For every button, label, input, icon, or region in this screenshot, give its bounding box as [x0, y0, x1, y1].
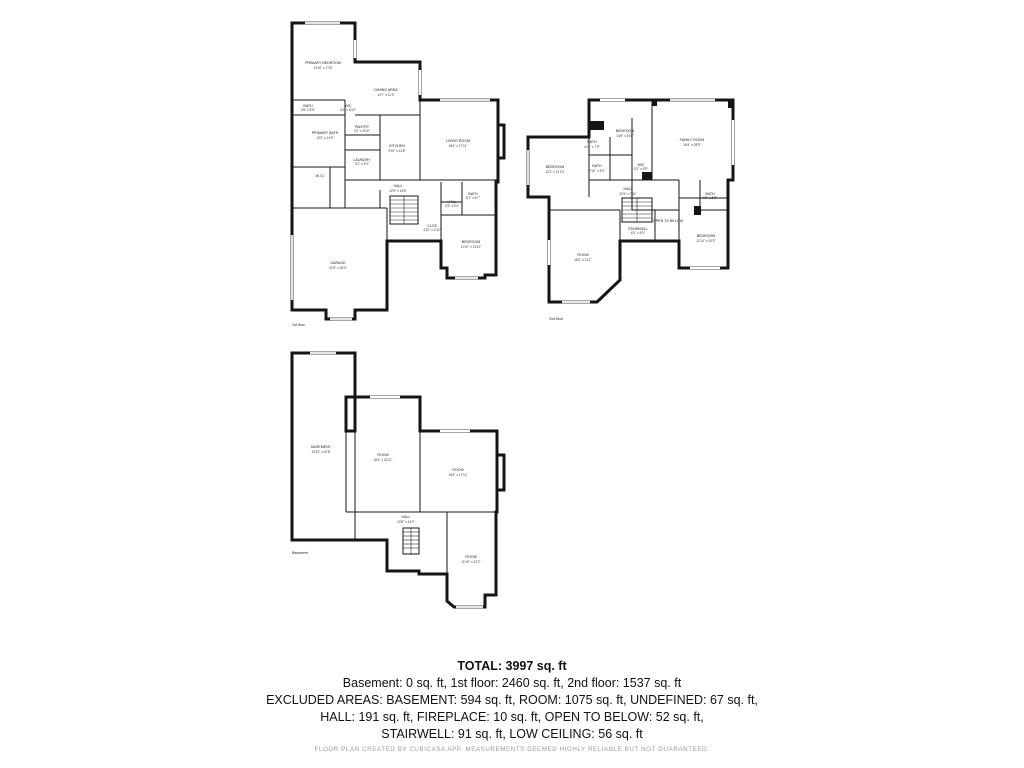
room-dims: 8'1" x 5'7": [466, 196, 480, 200]
room-label: PRIMARY BATH: [312, 131, 339, 135]
second-floor-labels: BEDROOM 14'5" x 16'8" FAMILY ROOM 18'4" …: [545, 129, 717, 321]
room-label: BATH: [592, 164, 602, 168]
room-dims: 18'4" x 17'11": [448, 144, 467, 148]
second-floor-column: [652, 100, 657, 106]
basement-plan: BASEMENT 13'10" x 42'8" ROOM 18'4" x 20'…: [290, 351, 506, 609]
first-floor-interior-walls: [292, 99, 498, 241]
room-label: BEDROOM: [616, 129, 635, 133]
first-floor-windows: [290, 21, 490, 321]
room-label: FAMILY ROOM: [680, 138, 705, 142]
room-label: BEDROOM: [697, 234, 716, 238]
second-floor-column: [728, 100, 733, 108]
room-label: HALL: [448, 200, 457, 204]
room-dims: 11'10" x 13'10": [461, 245, 482, 249]
room-label: ROOM: [377, 453, 388, 457]
room-label: PANTRY: [355, 125, 370, 129]
room-label: W.I.C: [316, 174, 325, 178]
area-summary: TOTAL: 3997 sq. ft Basement: 0 sq. ft, 1…: [0, 658, 1024, 753]
room-dims: 13'10" x 42'8": [311, 450, 330, 454]
room-dims: 8'1" x 9'3": [631, 231, 645, 235]
room-label: WIC: [638, 163, 645, 167]
second-floor-interior-walls: [549, 100, 728, 241]
basement-stairs: [402, 527, 420, 555]
room-label: CLOS: [427, 224, 437, 228]
room-label: BEDROOM: [462, 240, 481, 244]
room-label: WIC: [345, 104, 352, 108]
room-dims: 3'3" x 5'4": [445, 204, 459, 208]
room-dims: 9'10" x 14'8": [388, 149, 405, 153]
room-label: GARAGE: [330, 261, 346, 265]
room-dims: 11'10" x 20'3": [696, 239, 715, 243]
room-dims: 22'4" x 7'11": [619, 192, 636, 196]
second-floor-column: [694, 206, 701, 215]
room-dims: 4'11" x 7'9": [584, 145, 599, 149]
room-label: BATH: [705, 192, 715, 196]
room-dims: 21'9" x 25'3": [329, 266, 346, 270]
room-label: PRIMARY BEDROOM: [305, 61, 341, 65]
room-label: ROOM: [465, 555, 476, 559]
room-dims: 4'10" x 2'11": [423, 228, 440, 232]
floor-label-basement: Basement: [292, 551, 308, 555]
second-floor-windows: [526, 98, 735, 304]
room-dims: 5'1" x 5'9": [634, 167, 648, 171]
basement-windows: [310, 351, 483, 609]
room-label: LAUNDRY: [353, 158, 371, 162]
room-dims: 18'4" x 18'9": [683, 143, 700, 147]
room-label: ROOM: [577, 253, 588, 257]
room-dims: 5'5" x 5'5": [301, 108, 315, 112]
room-dims: 18'4" x 20'11": [373, 458, 392, 462]
first-floor-stairs: [389, 195, 419, 225]
room-dims: 22'8" x 14'0": [397, 520, 414, 524]
room-label: BASEMENT: [311, 445, 332, 449]
room-dims: 13'2" x 14'9": [316, 136, 333, 140]
excluded-areas-line-3: STAIRWELL: 91 sq. ft, LOW CEILING: 56 sq…: [381, 727, 643, 741]
room-dims: 11'10" x 22'3": [461, 560, 480, 564]
room-dims: 5'1" x 9'2": [355, 162, 369, 166]
second-floor-chimney: [589, 121, 604, 130]
floor-label-first: 1st floor: [292, 323, 306, 327]
room-dims: 22'9" x 15'6": [389, 189, 406, 193]
room-dims: 13'10" x 17'8": [313, 66, 332, 70]
second-floor-plan: BEDROOM 14'5" x 16'8" FAMILY ROOM 18'4" …: [526, 98, 735, 321]
second-floor-column: [642, 172, 652, 180]
disclaimer: FLOOR PLAN CREATED BY CUBICASA APP. MEAS…: [314, 746, 710, 753]
room-label: BATH: [303, 104, 313, 108]
room-label: LIVING ROOM: [446, 139, 470, 143]
room-dims: 8'1" x 5'8": [703, 196, 717, 200]
room-label: ROOM: [452, 468, 463, 472]
second-floor-stairs: [621, 197, 653, 223]
room-label: OPEN TO BELOW: [653, 219, 684, 223]
total-area: TOTAL: 3997 sq. ft: [457, 659, 567, 673]
room-label: DINING AREA: [374, 88, 398, 92]
room-label: HALL: [624, 187, 633, 191]
room-dims: 14'5" x 16'8": [616, 134, 633, 138]
floor-label-second: 2nd floor: [549, 317, 564, 321]
floor-areas: Basement: 0 sq. ft, 1st floor: 2460 sq. …: [342, 676, 682, 690]
basement-outer-wall: [290, 351, 499, 609]
basement-bump: [495, 453, 506, 492]
room-dims: 12'2" x 12'10": [545, 170, 564, 174]
basement-interior-walls: [345, 431, 497, 574]
room-label: HALL: [402, 515, 411, 519]
room-dims: 4'1" x 5'10": [354, 129, 370, 133]
first-floor-labels: PRIMARY BEDROOM 13'10" x 17'8" DINING AR…: [292, 61, 481, 327]
excluded-areas-line-2: HALL: 191 sq. ft, FIREPLACE: 10 sq. ft, …: [320, 710, 704, 724]
room-dims: 5'1" x 5'10": [340, 108, 356, 112]
excluded-areas-line-1: EXCLUDED AREAS: BASEMENT: 594 sq. ft, RO…: [266, 693, 758, 707]
first-floor-fireplace: [496, 123, 506, 160]
room-dims: 18'4" x 17'11": [448, 473, 467, 477]
room-dims: 7'10" x 5'0": [589, 169, 605, 173]
room-label: STAIRWELL: [628, 227, 648, 231]
room-label: HALL: [394, 184, 403, 188]
first-floor-plan: PRIMARY BEDROOM 13'10" x 17'8" DINING AR…: [290, 21, 506, 327]
floor-plan: PRIMARY BEDROOM 13'10" x 17'8" DINING AR…: [290, 21, 735, 609]
room-label: KITCHEN: [389, 144, 405, 148]
room-dims: 14'7" x 11'3": [377, 93, 394, 97]
room-label: BEDROOM: [546, 165, 565, 169]
room-label: BATH: [468, 192, 478, 196]
room-label: BATH: [587, 140, 597, 144]
basement-labels: BASEMENT 13'10" x 42'8" ROOM 18'4" x 20'…: [292, 445, 481, 564]
room-dims: 18'2" x 21'1": [574, 258, 591, 262]
